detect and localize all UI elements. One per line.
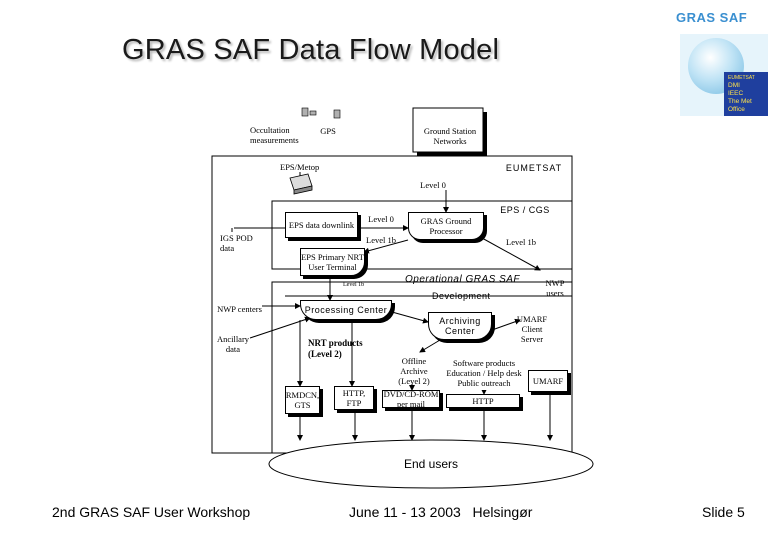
gras-processor-box: GRAS Ground Processor — [408, 212, 484, 240]
archiving-center-box: Archiving Center — [428, 312, 492, 340]
dvd-cd-label: DVD/CD-ROM per mail — [383, 389, 439, 409]
level1b-a-label: Level 1b — [366, 235, 396, 245]
igs-pod-label: IGS POD data — [220, 233, 253, 253]
archive-to-offline-line — [419, 339, 441, 353]
level1b-b-label: Level 1b — [506, 237, 536, 247]
metop-satellite-icon — [289, 173, 313, 195]
rmdcn-label: RMDCN, GTS — [285, 390, 320, 410]
eps-cgs-frame — [271, 200, 573, 270]
logo-title: GRAS SAF — [676, 10, 748, 25]
offline-archive-label: Offline Archive (Level 2) — [398, 356, 430, 386]
satellite-icons — [301, 107, 341, 119]
footer-slide-number: Slide 5 — [702, 504, 745, 520]
archiving-center-label: Archiving Center — [439, 316, 481, 336]
footer-date-location: June 11 - 13 2003 Helsingør — [349, 504, 533, 520]
level0-top-label: Level 0 — [420, 180, 446, 190]
gras-processor-label: GRAS Ground Processor — [420, 216, 472, 236]
umarf-client-label: UMARF — [516, 314, 548, 324]
eps-primary-box: EPS Primary NRT User Terminal — [300, 248, 365, 276]
nrt-products-label: NRT products (Level 2) — [308, 338, 363, 359]
gras-saf-logo: GRAS SAF EUMETSAT DMI IEEC The Met Offic… — [672, 8, 774, 116]
logo-partner-ieec: IEEC — [728, 90, 744, 97]
logo-partner-strip: EUMETSAT DMI IEEC The Met Office — [724, 72, 768, 116]
client-server-label: Client Server — [520, 324, 544, 344]
eps-primary-label: EPS Primary NRT User Terminal — [301, 252, 364, 272]
processor-to-primary-line — [363, 239, 409, 254]
gps-label: GPS — [320, 126, 336, 136]
logo-partner-dmi: DMI — [728, 82, 740, 89]
eps-cgs-label: EPS / CGS — [500, 205, 550, 215]
rmdcn-box: RMDCN, GTS — [285, 386, 320, 414]
nwp-centers-box: NWP centers — [217, 296, 262, 322]
umarf-box: UMARF — [528, 370, 568, 392]
level1b-small-label: Level 1b — [343, 282, 365, 288]
eumetsat-label: EUMETSAT — [505, 163, 563, 173]
end-users-label: End users — [403, 457, 459, 471]
logo-partner-metoffice: The Met Office — [728, 98, 752, 113]
eps-downlink-label: EPS data downlink — [288, 220, 355, 230]
http-ftp-label: HTTP, FTP — [342, 388, 366, 408]
end-users-ellipse — [268, 439, 594, 489]
archive-to-umarf-line — [491, 318, 521, 331]
slide-title: GRAS SAF Data Flow Model — [122, 34, 500, 66]
umarf-label: UMARF — [532, 376, 564, 386]
logo-partner-eumetsat: EUMETSAT — [728, 75, 755, 81]
development-label: Development — [432, 291, 491, 301]
ground-station-label: Ground Station Networks — [423, 126, 477, 146]
eps-metop-label: EPS/Metop — [280, 162, 320, 172]
logo-panel: EUMETSAT DMI IEEC The Met Office — [680, 34, 768, 116]
level0-mid-label: Level 0 — [368, 214, 394, 224]
footer-workshop: 2nd GRAS SAF User Workshop — [52, 504, 251, 520]
software-products-label: Software products Education / Help desk … — [446, 358, 522, 388]
dvd-cd-box: DVD/CD-ROM per mail — [382, 389, 440, 409]
processor-to-nwp-line — [481, 237, 541, 271]
http-ftp-box: HTTP, FTP — [334, 386, 374, 410]
processing-to-archive-line — [391, 311, 429, 324]
eps-downlink-box: EPS data downlink — [285, 212, 358, 238]
operational-label: Operational GRAS SAF — [405, 274, 521, 285]
occultation-label: Occultation measurements — [250, 125, 299, 145]
processing-center-label: Processing Center — [304, 305, 388, 315]
http-box: HTTP — [446, 394, 520, 408]
nwp-users-label: NWP users — [545, 278, 565, 298]
nwp-centers-label: NWP centers — [217, 304, 262, 314]
processing-center-box: Processing Center — [300, 300, 392, 320]
http-label: HTTP — [472, 396, 494, 406]
ancillary-label: Ancillary data — [216, 334, 250, 354]
software-products-box: Software products Education / Help desk … — [446, 356, 522, 390]
